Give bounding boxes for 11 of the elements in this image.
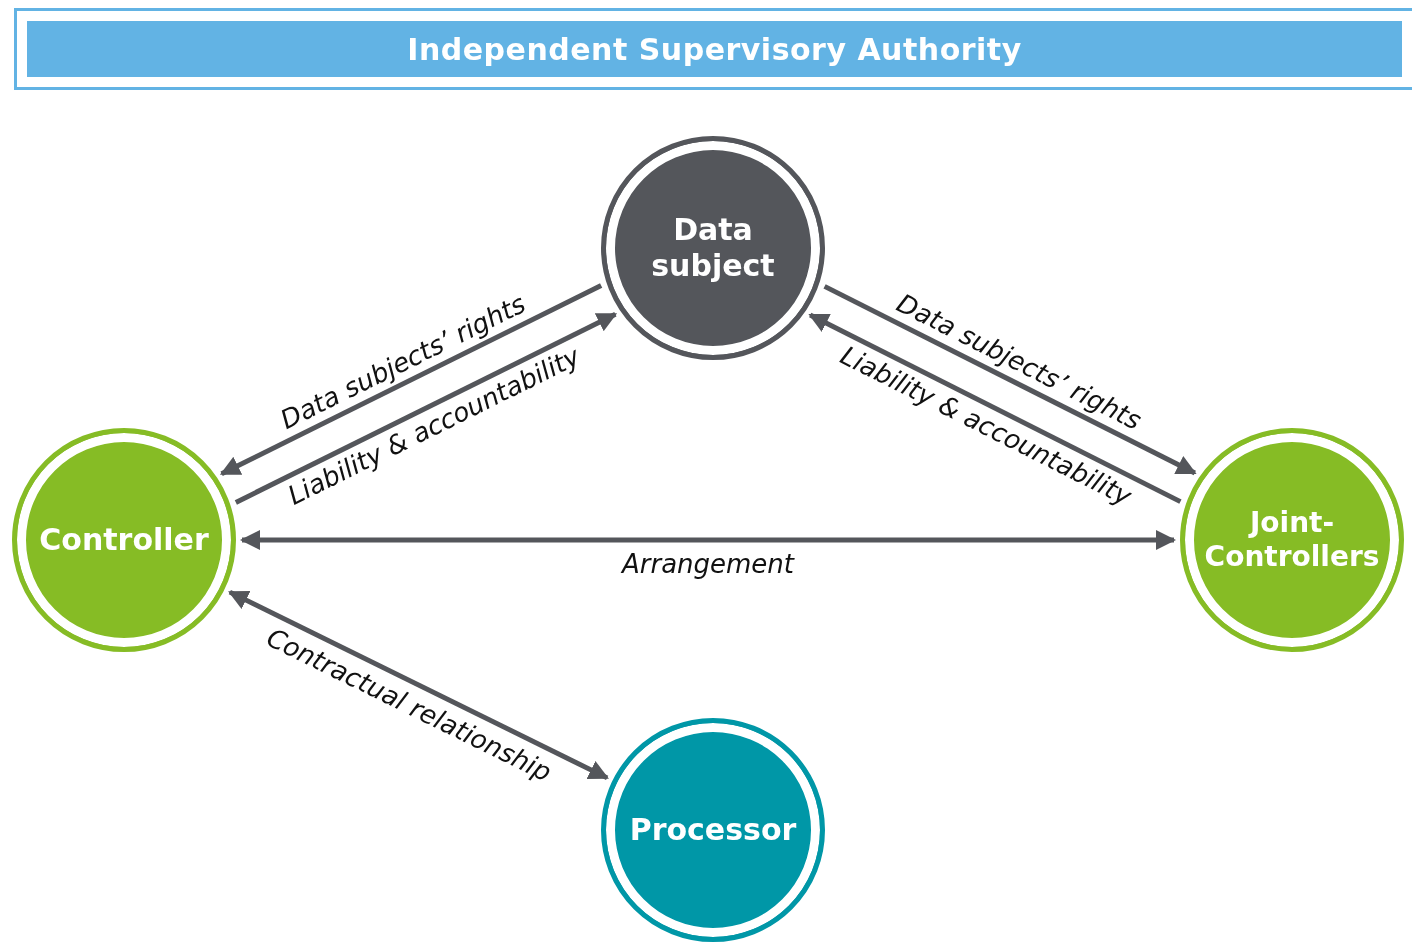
data-subject-circle: Data subject bbox=[601, 136, 825, 360]
arrow bbox=[234, 312, 618, 505]
arrow bbox=[823, 284, 1197, 476]
controller-circle: Controller bbox=[12, 428, 236, 652]
arrow bbox=[240, 530, 1176, 550]
arrow bbox=[228, 589, 609, 781]
title-banner: Independent Supervisory Authority bbox=[14, 8, 1412, 90]
processor-circle: Processor bbox=[601, 718, 825, 942]
arrow bbox=[219, 283, 603, 476]
arrow bbox=[808, 312, 1182, 504]
joint-controllers-circle: Joint-Controllers bbox=[1180, 428, 1404, 652]
